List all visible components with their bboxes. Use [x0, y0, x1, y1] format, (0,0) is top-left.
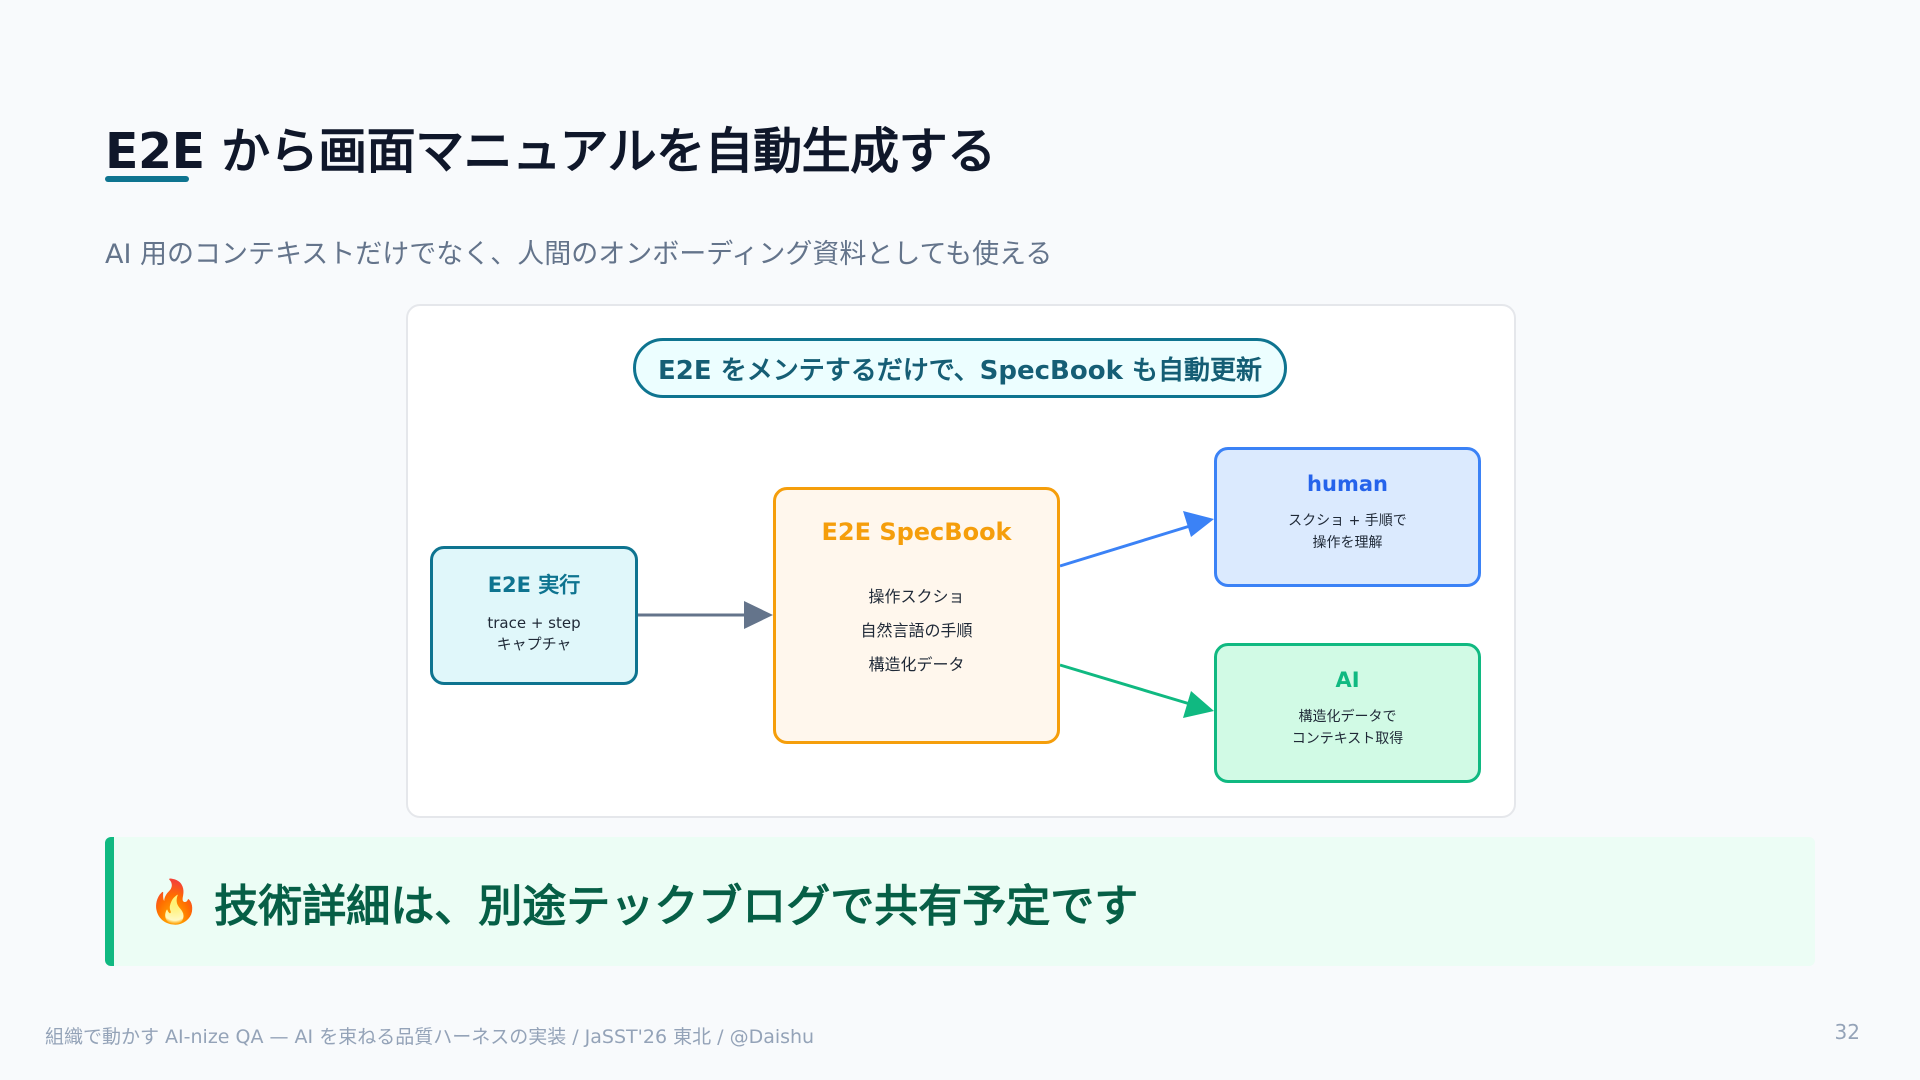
e2e-run-line: trace + step — [487, 614, 581, 632]
specbook-line: 操作スクショ — [868, 587, 965, 606]
callout-note: 🔥 技術詳細は、別途テックブログで共有予定です — [105, 837, 1815, 966]
specbook-box: E2E SpecBook 操作スクショ 自然言語の手順 構造化データ — [773, 487, 1060, 744]
footer-text: 組織で動かす AI-nize QA — AI を束ねる品質ハーネスの実装 / J… — [45, 1026, 815, 1048]
specbook-line: 構造化データ — [868, 655, 965, 674]
ai-title: AI — [1335, 668, 1360, 692]
callout-text: 技術詳細は、別途テックブログで共有予定です — [214, 880, 1139, 932]
page-number: 32 — [1834, 1020, 1860, 1044]
e2e-run-line: キャプチャ — [496, 635, 572, 653]
ai-box: AI 構造化データで コンテキスト取得 — [1214, 643, 1481, 783]
page-title: E2E から画面マニュアルを自動生成する — [105, 123, 996, 180]
ai-line: コンテキスト取得 — [1291, 731, 1404, 747]
e2e-run-title: E2E 実行 — [487, 573, 581, 597]
human-line: 操作を理解 — [1312, 535, 1383, 551]
ai-line: 構造化データで — [1298, 709, 1397, 725]
fire-icon: 🔥 — [148, 876, 201, 926]
specbook-title: E2E SpecBook — [821, 518, 1012, 546]
title-underline — [105, 176, 189, 182]
human-line: スクショ + 手順で — [1288, 513, 1407, 529]
human-title: human — [1307, 472, 1388, 496]
specbook-line: 自然言語の手順 — [860, 621, 973, 640]
human-box: human スクショ + 手順で 操作を理解 — [1214, 447, 1481, 587]
e2e-run-box: E2E 実行 trace + step キャプチャ — [430, 546, 638, 685]
diagram-banner: E2E をメンテするだけで、SpecBook も自動更新 — [633, 338, 1287, 398]
page-subtitle: AI 用のコンテキストだけでなく、人間のオンボーディング資料としても使える — [105, 239, 1053, 270]
